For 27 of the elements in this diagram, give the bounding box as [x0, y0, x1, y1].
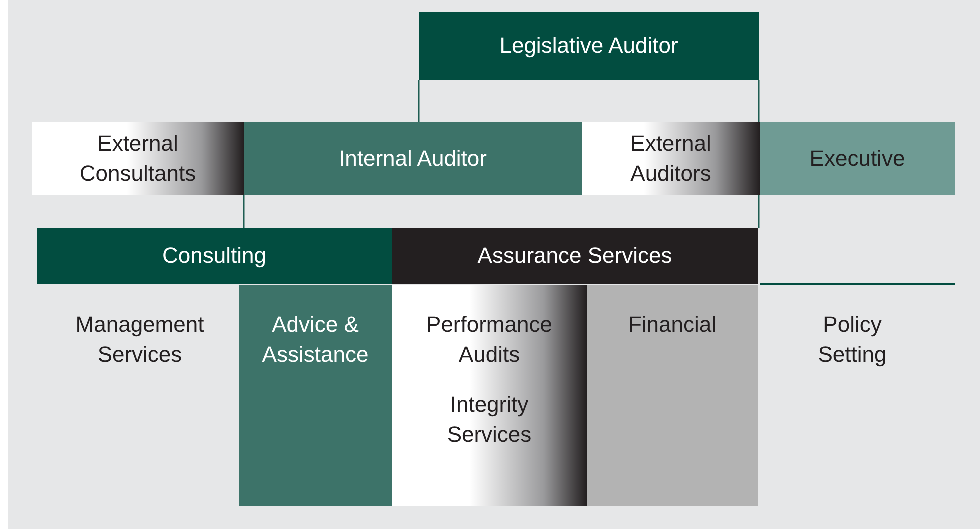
node-text: External Auditors [630, 130, 712, 188]
node-text: Internal Auditor [339, 144, 487, 172]
advice-column [239, 285, 392, 506]
connector-line [758, 80, 760, 122]
node-text: Advice & Assistance [261, 311, 370, 369]
consultants-box [32, 122, 244, 195]
executive-box [760, 122, 955, 195]
assurance-bar [392, 228, 758, 284]
column-text: Policy Setting [817, 311, 888, 369]
connector-line [418, 80, 420, 122]
consulting-bar [37, 228, 392, 284]
financial-column [587, 285, 758, 506]
auditors-box [582, 122, 760, 195]
connector-line [758, 195, 760, 228]
node-text: Executive [810, 144, 906, 172]
connector-line [243, 195, 245, 228]
node-text: Integrity Services [446, 391, 533, 449]
auditor-box [244, 122, 582, 195]
node-text: External Consultants [78, 130, 198, 188]
node-text: Legislative Auditor [500, 32, 678, 60]
column-text: Management Services [74, 311, 206, 369]
node-text: Performance Audits [426, 311, 554, 369]
node-text: Consulting [162, 242, 266, 270]
node-text: Assurance Services [478, 242, 672, 270]
node-text: Financial [628, 311, 717, 339]
auditor-box [419, 12, 759, 80]
audits-column [392, 285, 587, 506]
